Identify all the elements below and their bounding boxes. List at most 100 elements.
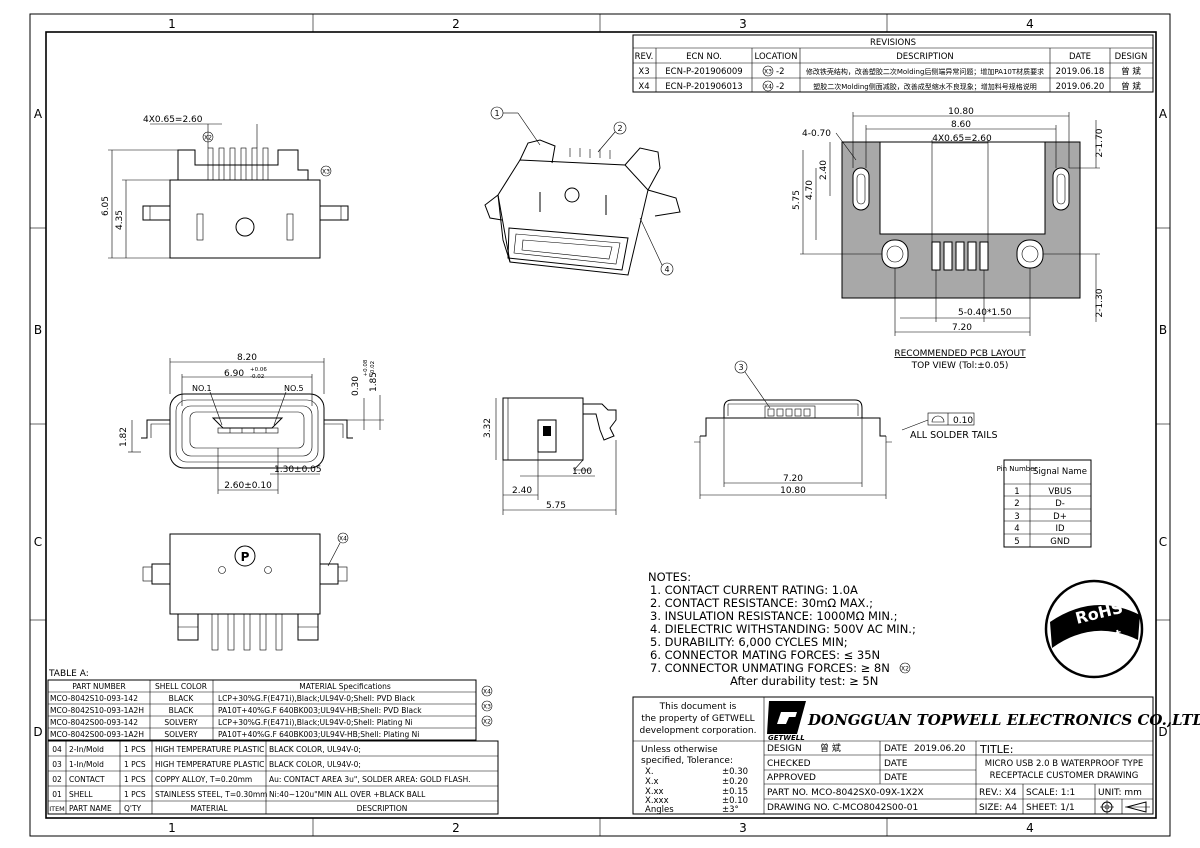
design-name: 曾 斌 xyxy=(820,742,841,754)
dim-d030: 0.30 xyxy=(351,376,361,396)
property-line-2: the property of GETWELL xyxy=(641,714,754,724)
tol-row-2-val: ±0.20 xyxy=(722,777,748,787)
dim-w690: 6.90 xyxy=(224,369,244,379)
dim-top-pitch: 4X0.65=2.60 xyxy=(143,115,203,125)
sheet-frame xyxy=(29,13,1171,837)
title-line-1: MICRO USB 2.0 B WATERPROOF TYPE xyxy=(985,759,1143,769)
callout-4: 4 xyxy=(664,265,669,274)
date-label-2: DATE xyxy=(884,759,908,769)
bom-table: 04 2-In/Mold 1 PCS HIGH TEMPERATURE PLAS… xyxy=(47,740,499,815)
callout-2: 2 xyxy=(617,124,622,133)
dim-h435: 4.35 xyxy=(115,210,125,230)
zone-bottom-1: 1 xyxy=(168,821,176,835)
tol-row-3-key: X.xx xyxy=(645,787,664,797)
mark-x4-bottom: X4 xyxy=(339,536,347,543)
pin-row-3-signal: D+ xyxy=(1053,512,1067,522)
bom-row-01-item: 01 xyxy=(52,790,62,799)
rev-row2-rev: X4 xyxy=(638,82,649,92)
tol-title-1: Unless otherwise xyxy=(641,745,718,755)
pcb-subtitle: TOP VIEW (Tol:±0.05) xyxy=(911,361,1009,371)
bom-header-item: ITEM xyxy=(49,805,65,813)
checked-label: CHECKED xyxy=(767,759,811,769)
zone-right-c: C xyxy=(1159,535,1167,549)
property-line-3: development corporation. xyxy=(640,726,757,736)
zone-markers: 1 2 3 4 1 2 3 4 A B C D A B C D xyxy=(33,17,1168,835)
table-a-row1-color: BLACK xyxy=(169,694,195,703)
notes: NOTES: 1. CONTACT CURRENT RATING: 1.0A 2… xyxy=(648,570,916,688)
rev-row2-loc-mark: X4 xyxy=(764,84,772,91)
projection-symbol-icon xyxy=(1100,800,1150,814)
getwell-logo-icon xyxy=(767,701,806,734)
tol-row-4-key: X.xxx xyxy=(645,796,669,806)
table-a-mark-3: X2 xyxy=(483,719,491,726)
bom-row-04-desc: BLACK COLOR, UL94V-0; xyxy=(269,745,361,754)
title-line-2: RECEPTACLE CUSTOMER DRAWING xyxy=(990,771,1139,781)
rev-header-description: DESCRIPTION xyxy=(896,52,954,62)
note-4: 4. DIELECTRIC WITHSTANDING: 500V AC MIN.… xyxy=(650,622,916,636)
rev-header-location: LOCATION xyxy=(755,52,798,62)
pin-row-4-number: 4 xyxy=(1014,524,1019,534)
pin-row-5-number: 5 xyxy=(1014,537,1019,547)
dim-d260: 2.60±0.10 xyxy=(224,481,272,491)
table-a-header-part: PART NUMBER xyxy=(72,682,125,691)
pin-row-3-number: 3 xyxy=(1014,512,1019,522)
dim-d130: 1.30±0.05 xyxy=(274,465,322,475)
zone-right-b: B xyxy=(1159,323,1167,337)
rohs-band xyxy=(1050,605,1140,648)
flatness-label: ALL SOLDER TAILS xyxy=(910,430,998,441)
notes-title: NOTES: xyxy=(648,570,691,584)
label-no5: NO.5 xyxy=(284,384,304,393)
bom-header-name: PART NAME xyxy=(69,804,112,813)
zone-top-4: 4 xyxy=(1026,17,1034,31)
bom-row-02-material: COPPY ALLOY, T=0.20mm xyxy=(155,775,252,784)
note-5: 5. DURABILITY: 6,000 CYCLES MIN; xyxy=(650,635,848,649)
flatness-icon xyxy=(931,415,945,423)
rev-row1-design: 曾 斌 xyxy=(1121,66,1141,77)
dim-p470: 4.70 xyxy=(805,180,815,200)
table-a-row4-material: PA10T+40%G.F 640BK003;UL94V-HB;Shell: Pl… xyxy=(218,730,419,739)
bom-row-04-item: 04 xyxy=(52,745,62,754)
bom-row-03-name: 1-In/Mold xyxy=(69,760,104,769)
date-label-1: DATE xyxy=(884,744,908,754)
zone-left-a: A xyxy=(34,107,43,121)
tol-d185-dn: -0.02 xyxy=(370,361,376,375)
zone-left-c: C xyxy=(34,535,42,549)
drawing-number: DRAWING NO. C-MCO8042S00-01 xyxy=(767,803,918,813)
top-view: 4X0.65=2.60 X2 X3 6.05 4.35 xyxy=(101,115,349,259)
back-view: 3 7.20 10.80 0.10 ALL SOLDER TAILS xyxy=(694,360,998,499)
tol-w690-dn: -0.02 xyxy=(250,374,264,380)
pcb-layout: 10.80 8.60 4X0.65=2.60 4-0.70 2-1.70 2.4… xyxy=(792,107,1105,371)
dim-p575: 5.75 xyxy=(792,190,802,210)
tol-row-4-val: ±0.10 xyxy=(722,796,748,806)
dim-p470a: 4-0.70 xyxy=(802,129,831,139)
dim-s575: 5.75 xyxy=(546,501,566,511)
rev-value: REV.: X4 xyxy=(979,788,1017,798)
bom-row-02-name: CONTACT xyxy=(69,775,105,784)
rev-row2-ecn: ECN-P-201906013 xyxy=(665,82,742,92)
unit-value: UNIT: mm xyxy=(1098,788,1142,798)
side-view: 3.32 1.00 2.40 5.75 xyxy=(483,397,617,515)
dim-p-pitch: 4X0.65=2.60 xyxy=(932,134,992,144)
tol-row-5-key: Angles xyxy=(645,805,674,815)
rev-header-date: DATE xyxy=(1069,52,1091,62)
part-number: PART NO. MCO-8042SX0-09X-1X2X xyxy=(767,788,924,798)
dim-p720: 7.20 xyxy=(952,323,972,333)
revisions-table: REVISIONS REV. ECN NO. LOCATION DESCRIPT… xyxy=(632,34,1154,93)
tol-row-2-key: X.x xyxy=(645,777,659,787)
pin-row-4-signal: ID xyxy=(1055,524,1065,534)
dim-p-slot: 5-0.40*1.50 xyxy=(958,308,1012,318)
rev-row2-desc: 塑胶二次Molding侧面减胶，改善成型缩水不良现象；增加料号规格说明 xyxy=(813,82,1037,91)
rev-row2-date: 2019.06.20 xyxy=(1056,82,1105,92)
table-a-row2-part: MCO-8042S10-093-1A2H xyxy=(50,706,144,715)
bom-row-02-qty: 1 PCS xyxy=(124,775,146,784)
bom-header-description: DESCRIPTION xyxy=(357,804,408,813)
bom-row-01-name: SHELL xyxy=(69,790,93,799)
pin-row-2-signal: D- xyxy=(1055,499,1065,509)
table-a-row2-material: PA10T+40%G.F 640BK003;UL94V-HB;Shell: PV… xyxy=(218,706,422,715)
dim-p170: 2-1.70 xyxy=(1095,128,1105,157)
bom-row-04-name: 2-In/Mold xyxy=(69,745,104,754)
note-6: 6. CONNECTOR MATING FORCES: ≤ 35N xyxy=(650,648,880,662)
flatness-value: 0.10 xyxy=(953,416,973,426)
tol-title-2: specified, Tolerance: xyxy=(641,756,733,766)
rohs-ring xyxy=(1044,579,1144,679)
